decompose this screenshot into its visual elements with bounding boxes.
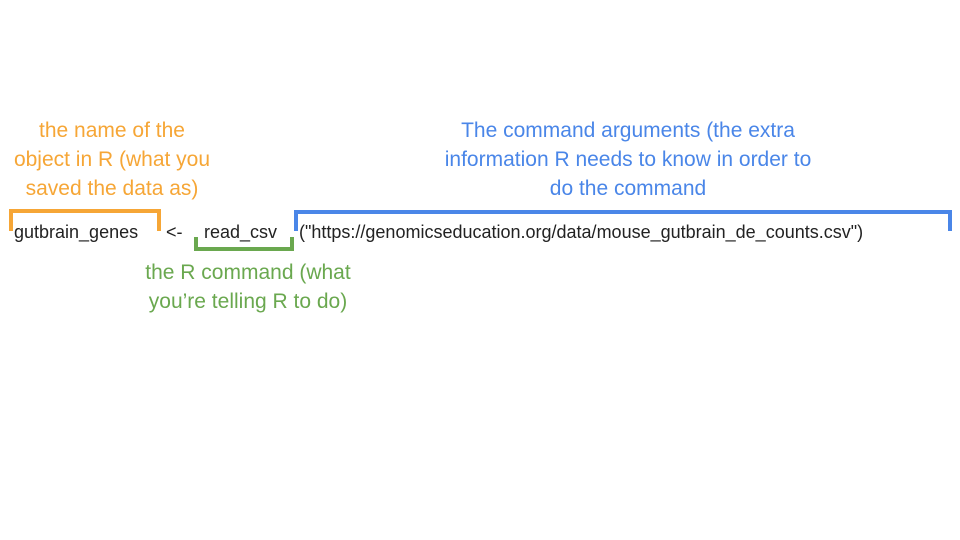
code-assign-operator: <- — [166, 222, 183, 242]
object-annotation-line-2: object in R (what you — [13, 148, 211, 171]
object-annotation-line-1: the name of the — [39, 119, 185, 142]
code-command: read_csv — [204, 222, 278, 242]
arguments-annotation-line-3: do the command — [549, 177, 707, 200]
code-arguments: ("https://genomicseducation.org/data/mou… — [299, 222, 864, 242]
arguments-annotation: The command arguments (the extra informa… — [398, 116, 858, 203]
arguments-annotation-line-2: information R needs to know in order to — [444, 148, 812, 171]
object-name-annotation: the name of the object in R (what you sa… — [0, 116, 224, 203]
code-object-name: gutbrain_genes — [14, 222, 139, 242]
command-annotation: the R command (what you’re telling R to … — [112, 258, 384, 316]
command-annotation-line-2: you’re telling R to do) — [148, 290, 348, 313]
object-annotation-line-3: saved the data as) — [25, 177, 199, 200]
arguments-annotation-line-1: The command arguments (the extra — [461, 119, 795, 142]
command-annotation-line-1: the R command (what — [145, 261, 351, 284]
